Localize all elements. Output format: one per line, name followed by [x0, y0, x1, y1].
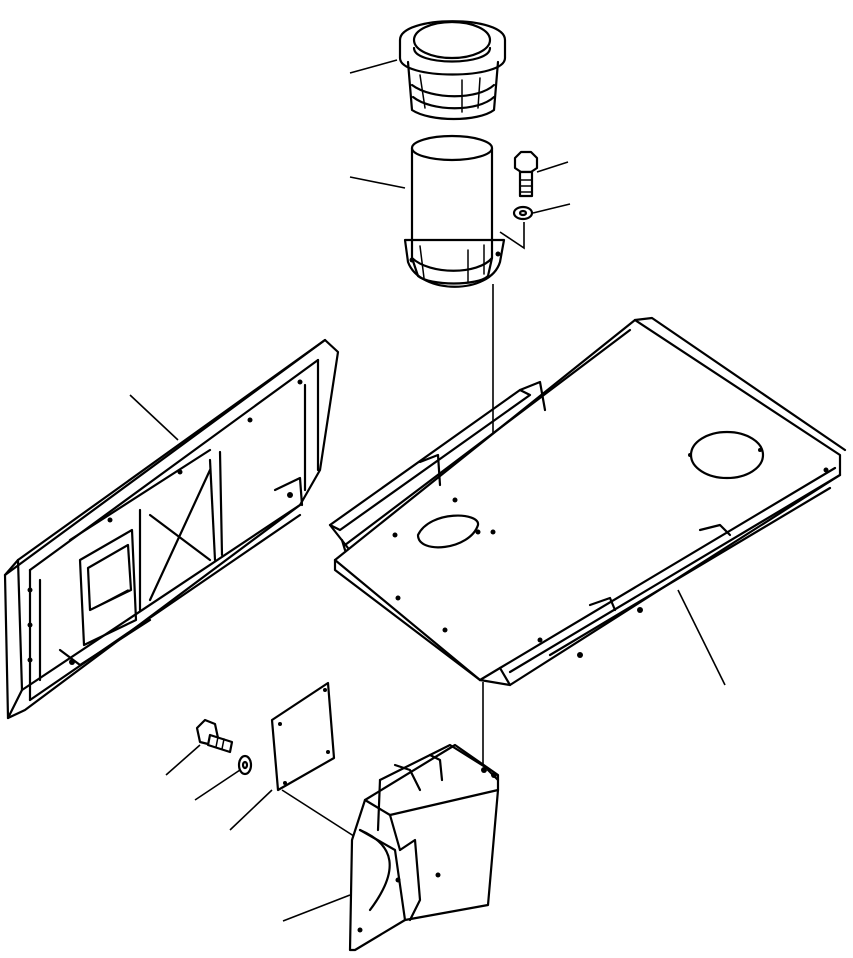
- leader-washer-top: [532, 203, 571, 214]
- bracket-box: [348, 743, 500, 952]
- leader-bolt-lower: [165, 744, 201, 776]
- leader-top-cover-plate: [677, 589, 726, 686]
- leader-cover-to-bracket: [281, 789, 361, 841]
- leader-precleaner-pipe: [349, 176, 406, 189]
- washer-top: [512, 205, 534, 221]
- bolt-lower: [195, 718, 234, 754]
- precleaner-pipe: [403, 134, 506, 288]
- leader-bolt-top: [536, 161, 569, 173]
- leader-bracket-box: [282, 894, 351, 922]
- leader-side-panel: [129, 394, 179, 441]
- top-cover-plate: [328, 316, 847, 687]
- side-panel-left: [3, 338, 340, 720]
- bolt-top: [513, 150, 539, 198]
- leader-inspection-cover: [229, 789, 273, 831]
- muffler-cap: [398, 20, 507, 121]
- leader-muffler-cap: [349, 59, 398, 74]
- inspection-cover: [270, 681, 336, 792]
- leader-washer-to-pipe: [499, 222, 525, 250]
- washer-lower: [237, 754, 253, 776]
- leader-washer-lower: [194, 769, 241, 801]
